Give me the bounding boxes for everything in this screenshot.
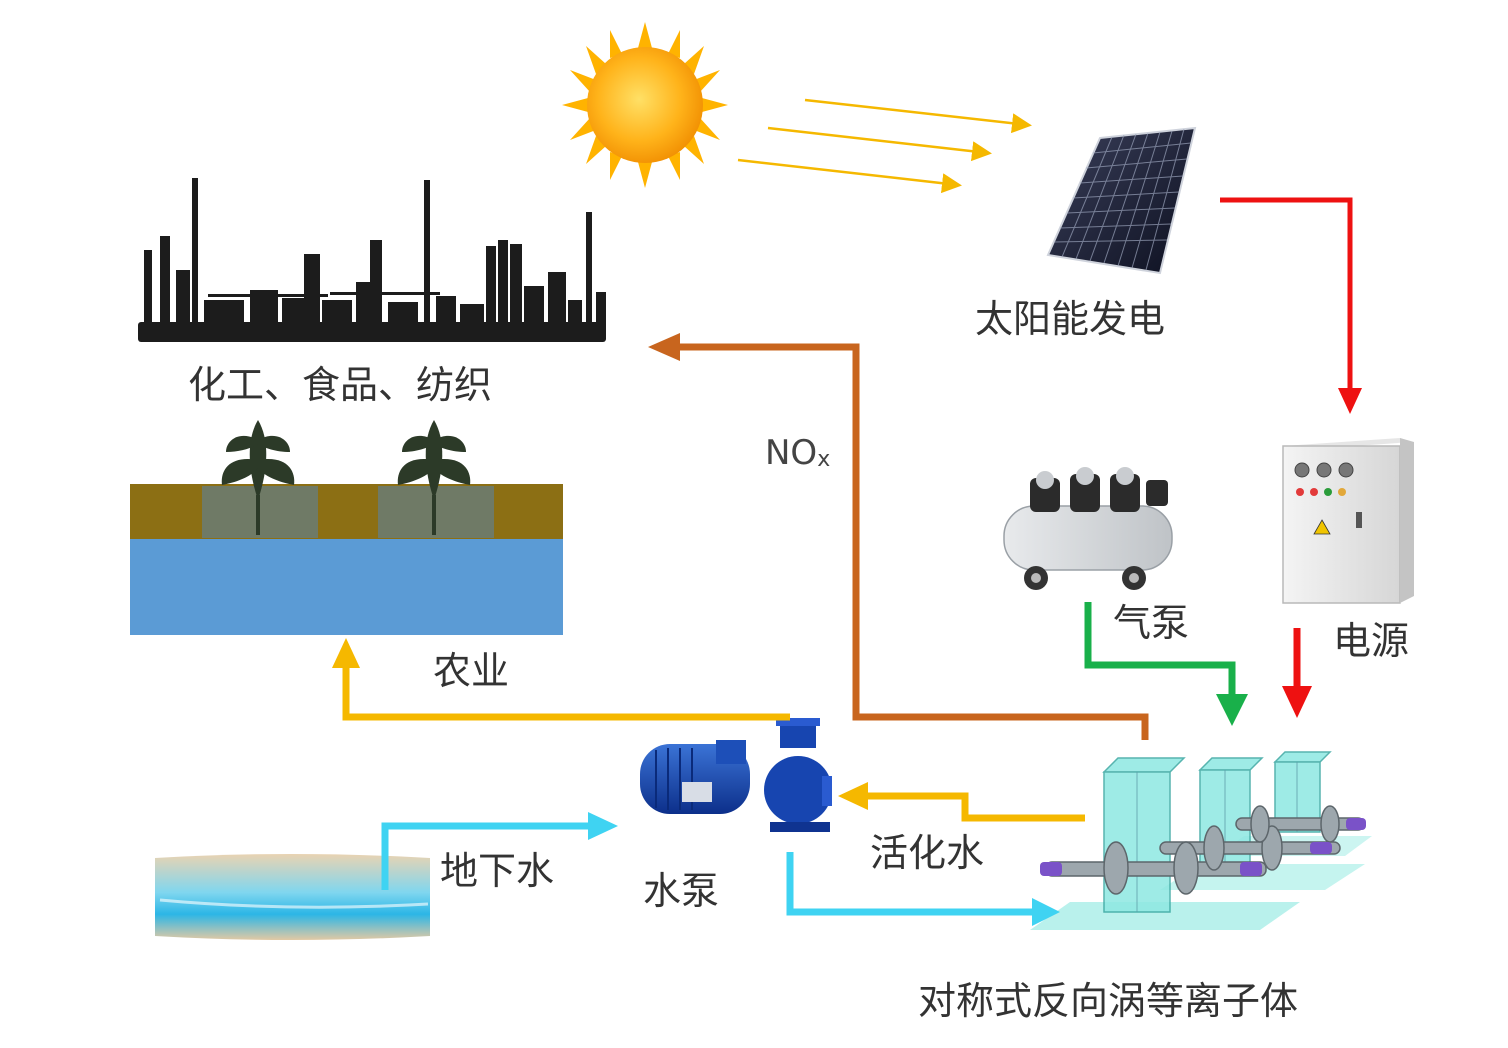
plant-field-icon <box>130 420 563 635</box>
label-plasma-reactor: 对称式反向涡等离子体 <box>918 979 1299 1023</box>
label-groundwater: 地下水 <box>440 849 555 893</box>
factory-skyline-icon <box>138 178 606 342</box>
label-nox-sub: x <box>817 447 831 472</box>
label-nox: NOx <box>765 433 831 473</box>
flow-power-to-plasma <box>1282 628 1312 718</box>
sunlight-rays <box>737 98 1032 194</box>
label-nox-main: NO <box>765 433 818 473</box>
solar-panel-icon <box>1046 126 1197 275</box>
flow-nox-to-industry <box>648 333 1149 740</box>
label-industry: 化工、食品、纺织 <box>188 363 493 407</box>
flow-pump-to-plasma <box>786 852 1060 926</box>
label-solar-power: 太阳能发电 <box>975 297 1166 341</box>
flow-solar-to-power <box>1220 197 1362 414</box>
label-activated-water: 活化水 <box>870 831 985 875</box>
label-air-pump: 气泵 <box>1113 601 1190 645</box>
control-cabinet-icon <box>1282 438 1414 604</box>
flow-groundwater-to-pump <box>381 812 618 890</box>
label-agriculture: 农业 <box>433 649 510 693</box>
water-pump-icon <box>640 718 832 832</box>
plasma-reactor-icon <box>1030 751 1372 930</box>
flow-pump-to-agriculture <box>332 638 790 721</box>
label-power-supply: 电源 <box>1333 619 1410 663</box>
flow-airpump-to-plasma <box>1084 602 1248 726</box>
air-compressor-icon <box>1003 467 1173 590</box>
label-water-pump: 水泵 <box>643 869 720 913</box>
flow-activated-water <box>838 782 1085 822</box>
groundwater-layer-icon <box>155 854 430 940</box>
sun-icon <box>562 22 728 188</box>
